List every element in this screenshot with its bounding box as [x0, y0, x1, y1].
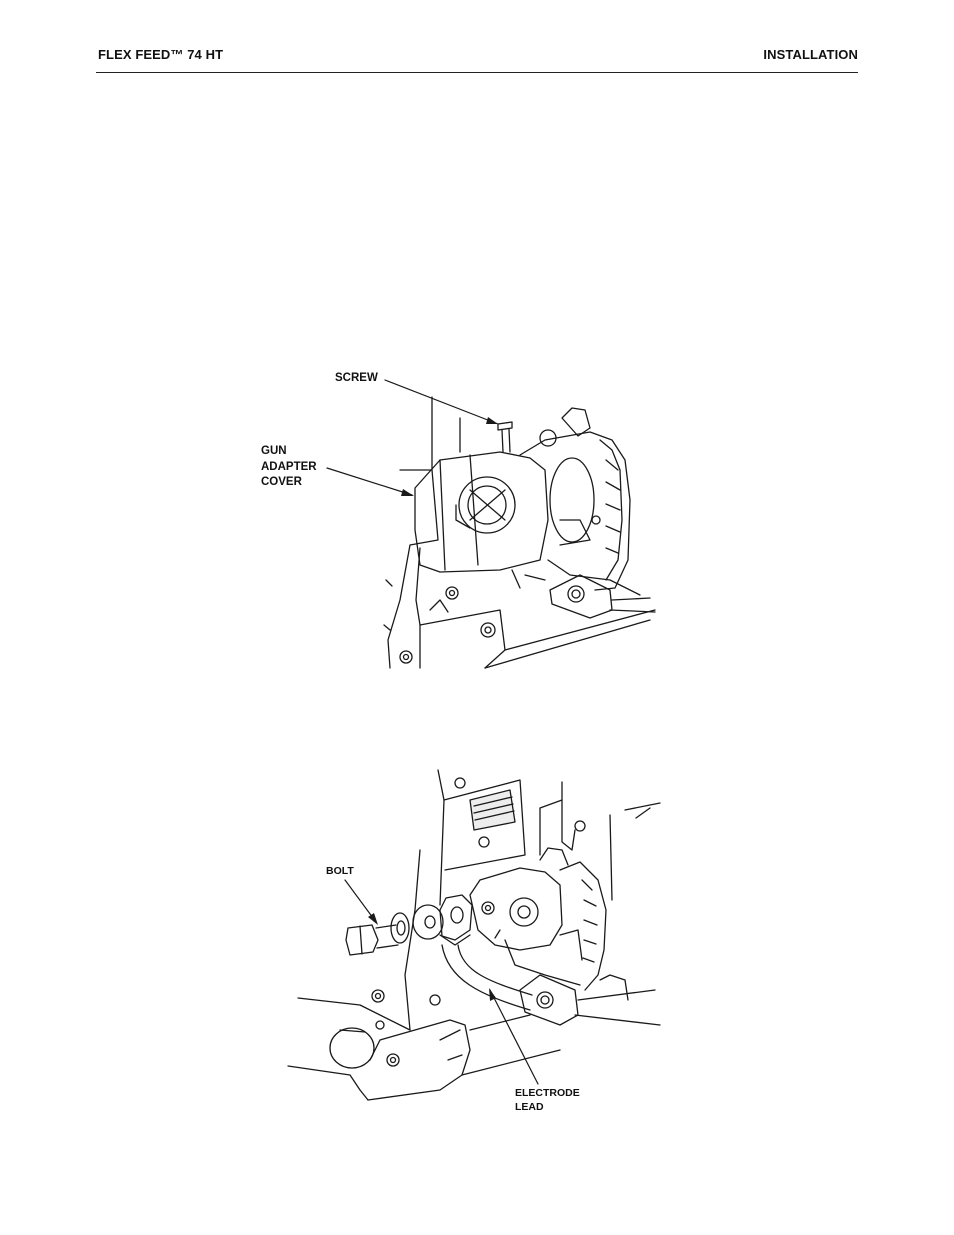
lead-leader: [490, 990, 538, 1084]
cover-leader: [327, 468, 412, 495]
electrode-lead-label: ELECTRODE LEAD: [515, 1087, 580, 1113]
bolt-label: BOLT: [326, 865, 354, 877]
screw-arrowhead: [486, 417, 498, 424]
product-title: FLEX FEED™ 74 HT: [98, 47, 224, 62]
page-header: FLEX FEED™ 74 HT INSTALLATION: [96, 44, 858, 73]
screw-label: SCREW: [335, 372, 378, 384]
bolt-arrowhead: [368, 913, 378, 925]
cover-arrowhead: [401, 489, 414, 496]
section-title: INSTALLATION: [763, 47, 858, 62]
gun-adapter-cover-label: GUN ADAPTER COVER: [261, 445, 317, 488]
screw-leader: [385, 380, 498, 424]
bolt-leader: [345, 880, 376, 922]
